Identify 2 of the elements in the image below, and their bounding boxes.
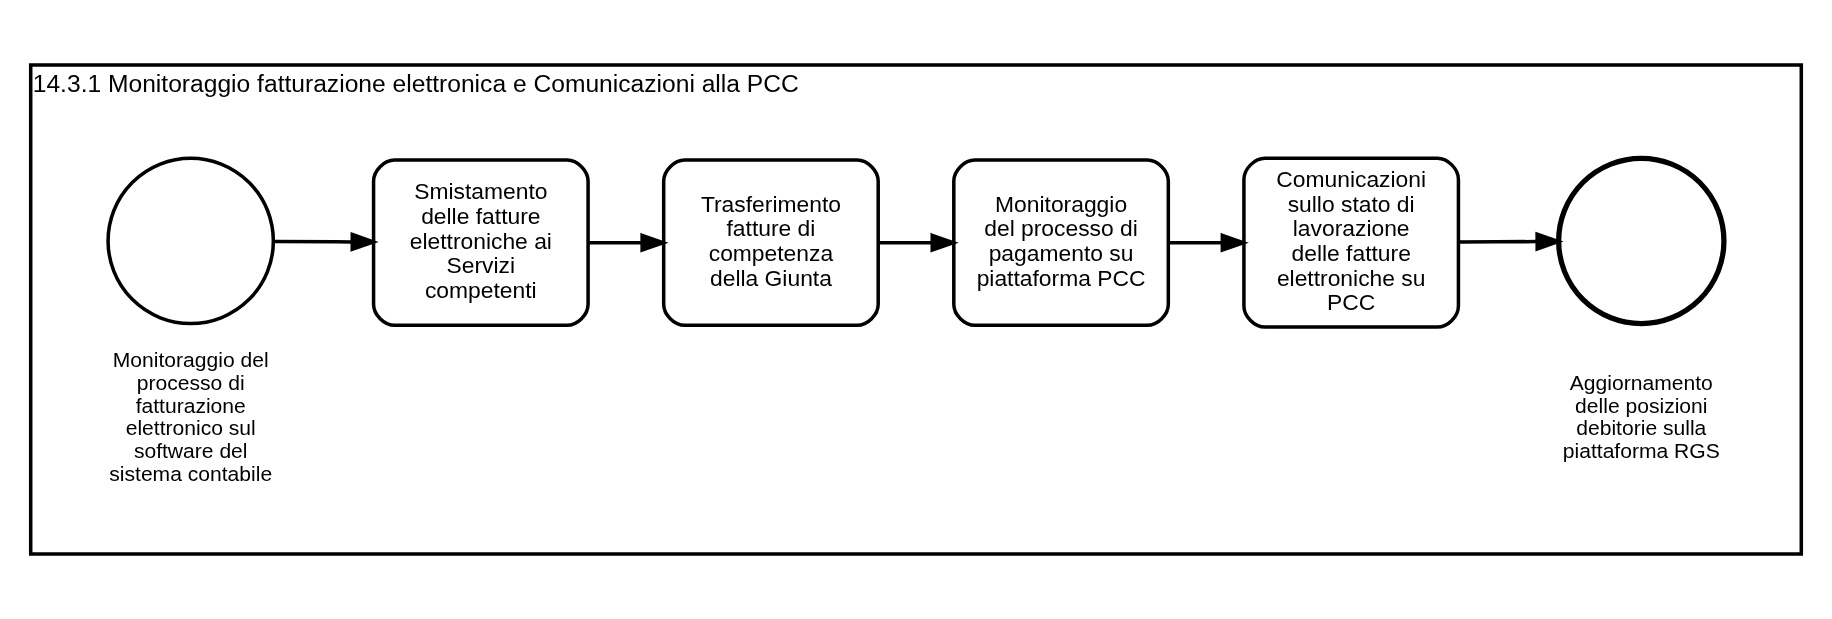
- node-label: Aggiornamento delle posizioni debitorie sulla piattaforma RGS: [1562, 370, 1720, 463]
- node-label: Monitoraggio del processo di fatturazione elettronico sul software del sistema contabile: [109, 347, 273, 486]
